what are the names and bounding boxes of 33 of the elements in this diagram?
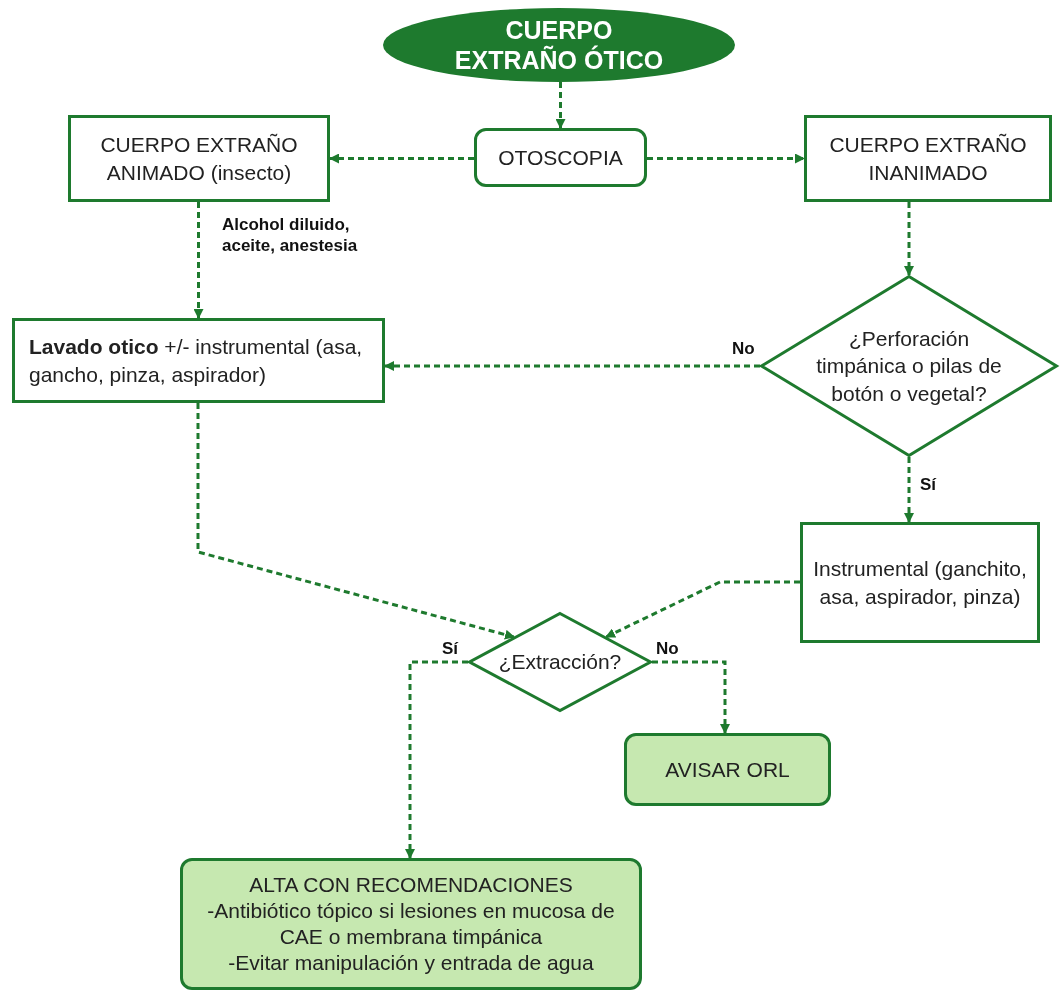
node-title: Instrumental (ganchito, asa, aspirador, pinza) — [812, 556, 1028, 610]
arrow — [904, 202, 914, 276]
arrow — [193, 202, 204, 319]
node-title: AVISAR ORL — [665, 756, 790, 783]
process-box — [804, 115, 1052, 202]
decision-diamond — [468, 612, 652, 712]
node-title: Lavado otico +/- instrumental (asa, gancho, pinza, aspirador) — [28, 334, 364, 388]
node-title: ¿Extracción? — [497, 649, 623, 676]
node-title: CUERPO EXTRAÑO ANIMADO (insecto) — [99, 132, 299, 186]
node-title: CUERPO EXTRAÑO ÓTICO — [453, 15, 665, 75]
process-box — [800, 522, 1040, 643]
node-title: CUERPO EXTRAÑO INANIMADO — [828, 132, 1028, 186]
node-title: ¿Perforación timpánica o pilas de botón o vegetal? — [815, 326, 1003, 407]
arrow — [652, 660, 730, 734]
arrow — [605, 580, 800, 639]
arrow — [405, 660, 468, 859]
node-title: OTOSCOPIA — [498, 144, 623, 171]
decision-diamond — [760, 275, 1058, 457]
end-box — [180, 858, 642, 990]
process-box — [474, 128, 647, 187]
node-text: -Antibiótico tópico si lesiones en mucosa de CAE o membrana timpánica — [206, 897, 616, 950]
arrow — [329, 153, 474, 164]
node-text: -Evitar manipulación y entrada de agua — [228, 950, 594, 977]
process-box — [12, 318, 385, 403]
arrow — [384, 361, 760, 371]
node-title: ALTA CON RECOMENDACIONES — [249, 871, 573, 898]
arrow — [196, 403, 515, 640]
end-box — [624, 733, 831, 806]
arrow — [904, 457, 914, 523]
arrow — [555, 82, 566, 129]
arrow — [647, 153, 805, 164]
start-ellipse — [383, 8, 735, 82]
process-box — [68, 115, 330, 202]
